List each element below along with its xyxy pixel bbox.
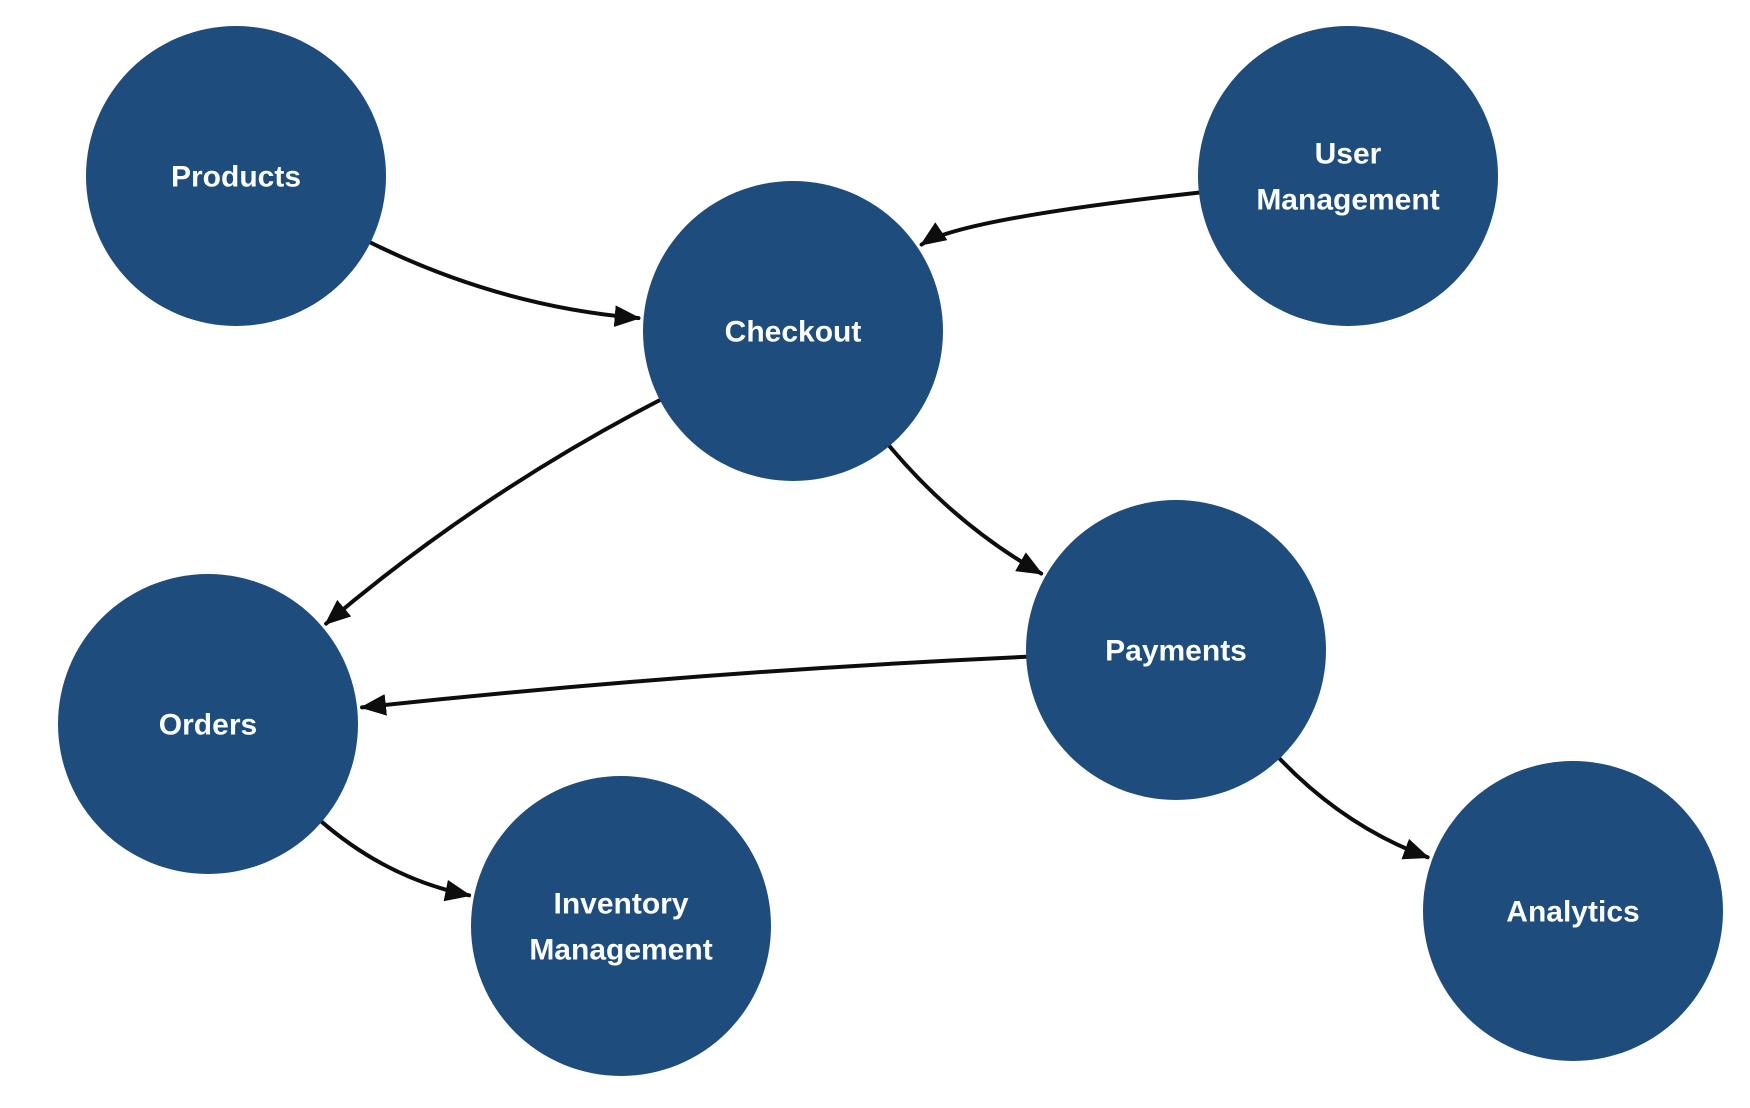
edge-checkout-to-payments <box>887 444 1044 576</box>
node-inventory-management-circle <box>471 776 771 1076</box>
node-analytics-circle <box>1423 761 1723 1061</box>
node-payments: Payments <box>1026 500 1326 800</box>
edges-layer <box>319 190 1430 902</box>
edge-checkout-to-orders <box>324 398 662 626</box>
node-checkout: Checkout <box>643 181 943 481</box>
edge-products-to-checkout <box>368 240 641 327</box>
node-orders-label: Orders <box>159 709 257 742</box>
edge-payments-to-analytics <box>1277 756 1430 860</box>
node-orders-circle <box>58 574 358 874</box>
node-products-circle <box>86 26 386 326</box>
node-payments-circle <box>1026 500 1326 800</box>
node-payments-label: Payments <box>1105 635 1247 668</box>
edge-user-management-to-checkout <box>919 190 1201 247</box>
node-user-management-circle <box>1198 26 1498 326</box>
node-analytics: Analytics <box>1423 761 1723 1061</box>
edge-orders-to-inventory-management <box>319 819 472 902</box>
node-orders: Orders <box>58 574 358 874</box>
node-checkout-circle <box>643 181 943 481</box>
node-checkout-label: Checkout <box>725 316 862 349</box>
node-products: Products <box>86 26 386 326</box>
edge-payments-to-orders <box>359 654 1029 716</box>
node-products-label: Products <box>171 161 301 194</box>
node-analytics-label: Analytics <box>1506 896 1639 929</box>
